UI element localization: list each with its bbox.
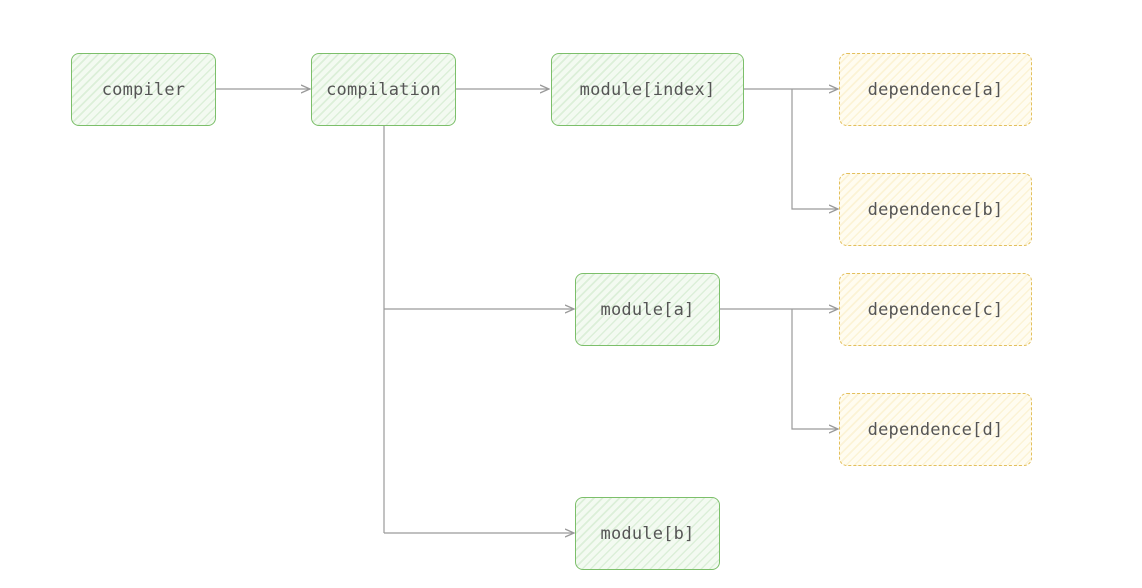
- dependence-d-node: dependence[d]: [839, 393, 1032, 466]
- dependence-a-node: dependence[a]: [839, 53, 1032, 126]
- dependence-c-node: dependence[c]: [839, 273, 1032, 346]
- compiler-node: compiler: [71, 53, 216, 126]
- dependence-b-node: dependence[b]: [839, 173, 1032, 246]
- module-b-node: module[b]: [575, 497, 720, 570]
- arrow-module-index-to-dependence-b: [791, 89, 838, 209]
- module-index-node: module[index]: [551, 53, 744, 126]
- module-a-node: module[a]: [575, 273, 720, 346]
- compilation-node: compilation: [311, 53, 456, 126]
- arrow-module-a-to-dependence-d: [791, 309, 838, 429]
